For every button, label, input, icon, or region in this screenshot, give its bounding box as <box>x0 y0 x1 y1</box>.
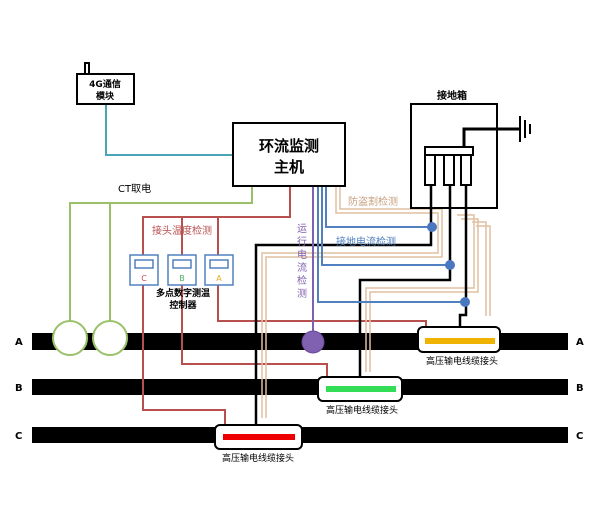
module-4g-line2: 模块 <box>96 90 115 102</box>
phase-label-c-left: C <box>15 431 22 442</box>
svg-text:电: 电 <box>297 248 307 261</box>
svg-text:测: 测 <box>297 287 307 300</box>
ground-box-label: 接地箱 <box>437 89 467 102</box>
controller-line1: 多点数字测温 <box>156 287 210 299</box>
ct-coil-2 <box>92 320 128 356</box>
svg-text:检: 检 <box>297 274 307 287</box>
svg-text:高压输电线缆接头: 高压输电线缆接头 <box>222 452 294 464</box>
phase-label-a-right: A <box>576 337 584 348</box>
cable-b <box>32 379 568 395</box>
ground-ct-1 <box>427 222 437 232</box>
ground-lines <box>254 185 468 425</box>
ground-busbar <box>424 146 474 186</box>
svg-text:B: B <box>179 274 185 283</box>
ground-ct-2 <box>445 260 455 270</box>
phase-label-b-left: B <box>15 383 23 394</box>
joint-temp-label: 接头温度检测 <box>152 224 212 237</box>
svg-text:A: A <box>216 274 222 283</box>
phase-label-c-right: C <box>576 431 583 442</box>
meter-a: A <box>204 254 234 286</box>
svg-text:高压输电线缆接头: 高压输电线缆接头 <box>326 404 398 416</box>
controller-line2: 控制器 <box>169 299 197 311</box>
host-line2: 主机 <box>274 158 304 176</box>
ct-power-label: CT取电 <box>118 182 151 195</box>
antenna-icon <box>84 62 90 74</box>
host-box <box>232 122 346 187</box>
svg-text:流: 流 <box>297 261 307 274</box>
svg-text:行: 行 <box>297 235 307 248</box>
phase-label-b-right: B <box>576 383 584 394</box>
anti-theft-label: 防盗割检测 <box>348 195 398 208</box>
joint-c: 高压输电线缆接头 <box>214 424 303 464</box>
ground-box <box>410 103 498 209</box>
module-4g-box <box>76 73 135 105</box>
svg-text:高压输电线缆接头: 高压输电线缆接头 <box>426 355 498 367</box>
ground-current-label: 接地电流检测 <box>336 235 396 248</box>
meter-b: B <box>167 254 197 286</box>
ct-power-line <box>69 186 253 322</box>
svg-text:运: 运 <box>297 223 307 235</box>
ct-coil-1 <box>52 320 88 356</box>
ground-icon <box>519 116 531 142</box>
ground-bus <box>462 127 520 147</box>
joint-a: 高压输电线缆接头 <box>417 326 501 367</box>
running-ct <box>301 330 325 354</box>
phase-label-a-left: A <box>15 337 23 348</box>
comm-line <box>105 104 233 156</box>
meter-c: C <box>129 254 159 286</box>
running-current-label: 运 行 电 流 检 测 <box>297 223 307 300</box>
host-line1: 环流监测 <box>259 137 319 155</box>
joint-b: 高压输电线缆接头 <box>317 376 403 416</box>
ground-current-lines <box>317 186 465 303</box>
svg-text:C: C <box>141 274 147 283</box>
module-4g-line1: 4G通信 <box>89 78 121 90</box>
anti-theft-lines <box>261 186 491 418</box>
ground-ct-3 <box>460 297 470 307</box>
